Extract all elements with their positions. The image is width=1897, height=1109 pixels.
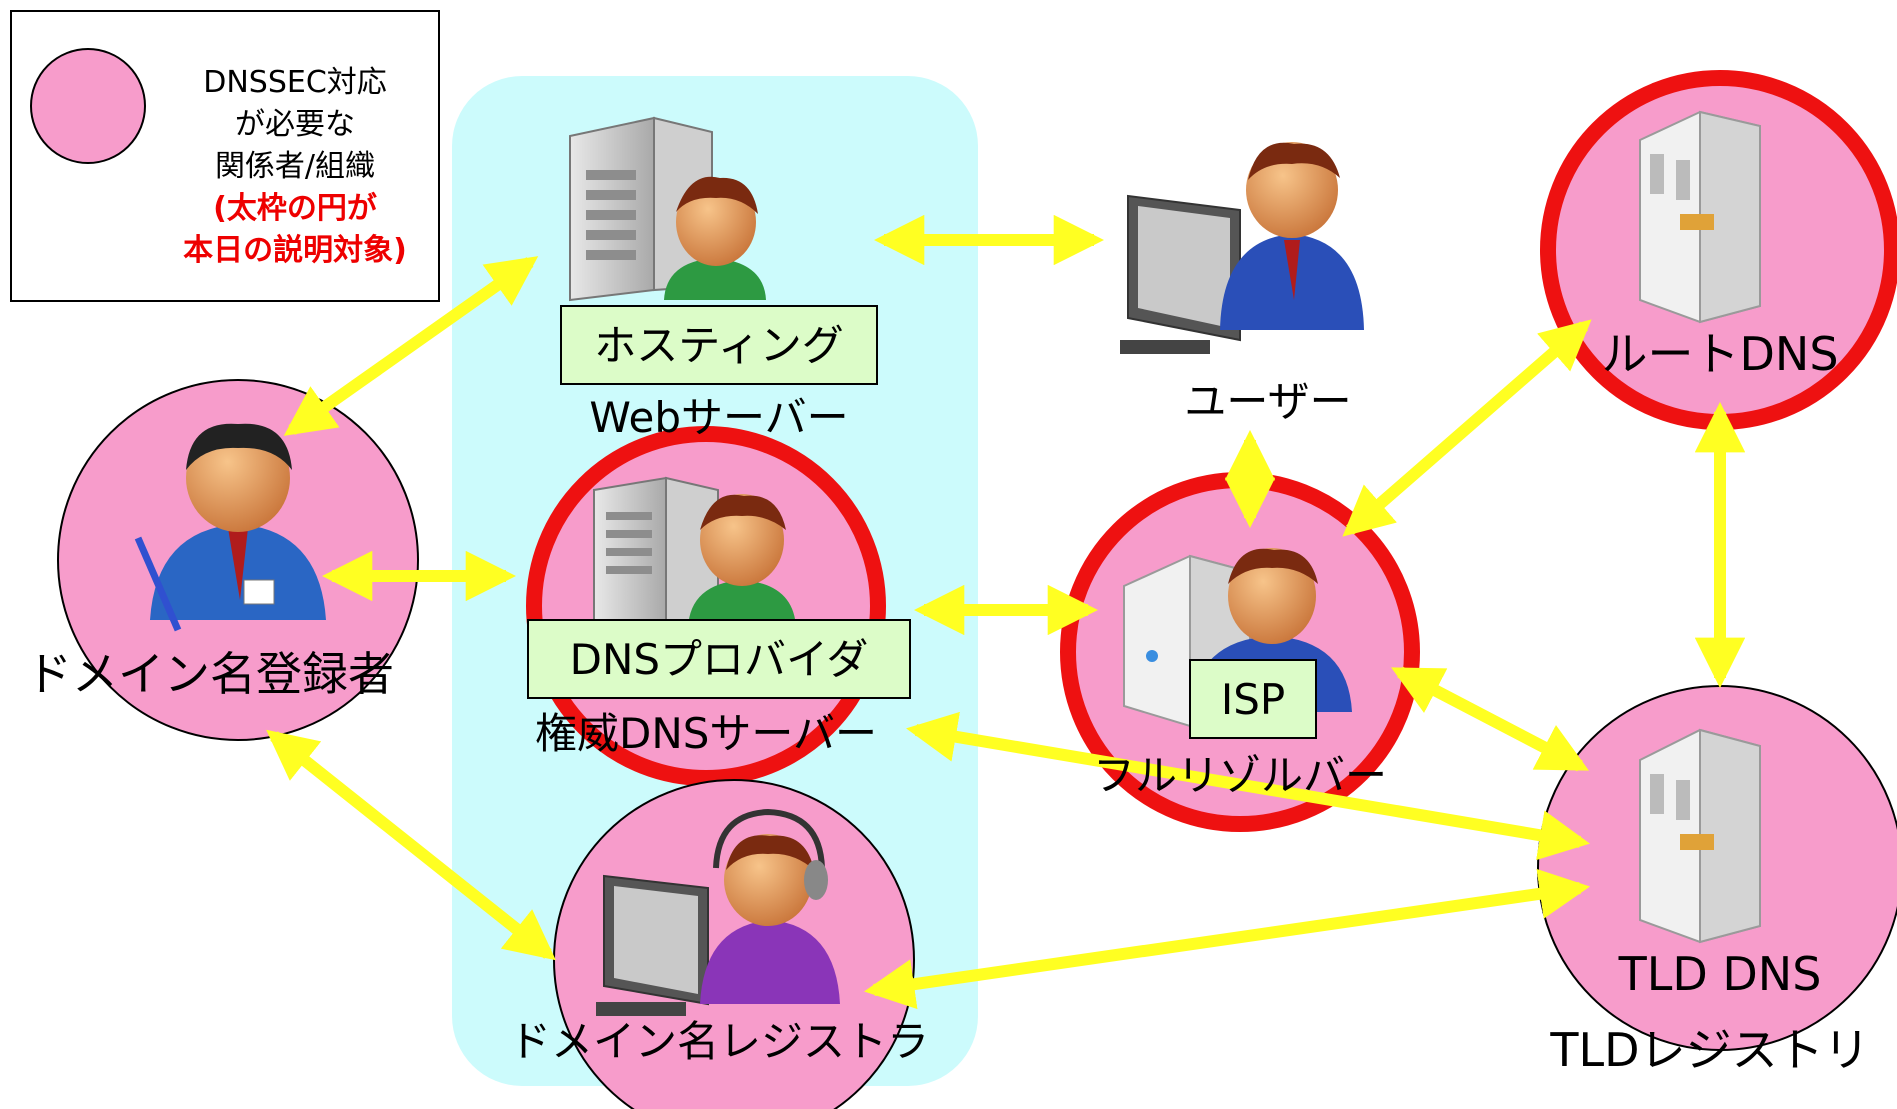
dns-provider-person-icon [688,494,796,628]
hosting-label: Webサーバー [589,393,848,442]
isp-label: フルリゾルバー [1093,751,1387,800]
arrows [266,214,1746,1010]
legend-note-1: (太枠の円が [213,191,377,226]
hosting-tag-box [560,305,878,385]
user-person-icon [1220,142,1364,330]
legend-text: DNSSEC対応 が必要な 関係者/組織 (太枠の円が 本日の説明対象) [160,62,430,272]
tld-label-1: TLD DNS [1618,947,1822,1001]
hosting-tag: ホスティング [594,321,843,370]
registrar-monitor-icon [596,874,709,1016]
arrow-registrant-registrar [266,729,556,961]
registrar-person-icon [700,808,840,1004]
registrant-label: ドメイン名登録者 [26,647,394,701]
dns-provider-tag-box [527,619,911,699]
isp-tag: ISP [1221,675,1285,724]
root-dns-label: ルートDNS [1601,327,1838,381]
arrow-registrant-hosting [283,256,539,436]
arrow-registrar-tld [864,868,1590,1010]
user-label: ユーザー [1184,377,1351,426]
legend-note-2: 本日の説明対象) [183,233,407,268]
hosting-person-icon [664,176,766,300]
legend-line-3: 関係者/組織 [214,149,376,184]
legend-swatch [30,48,146,164]
legend: DNSSEC対応 が必要な 関係者/組織 (太枠の円が 本日の説明対象) [10,10,440,302]
legend-line-1: DNSSEC対応 [203,65,387,100]
tld-server-icon [1639,728,1761,944]
arrow-isp-root [1342,319,1592,537]
dns-provider-tag: DNSプロバイダ [570,635,869,684]
isp-tag-box [1189,659,1317,739]
dns-provider-label: 権威DNSサーバー [535,709,877,758]
registrant-person-icon [134,423,326,632]
root-dns-server-icon [1639,110,1761,324]
tld-label-2: TLDレジストリ [1549,1023,1869,1077]
registrar-label: ドメイン名レジストラ [509,1017,929,1066]
arrow-dnsprovider-tld [906,711,1590,861]
user-monitor-icon [1120,194,1241,354]
arrow-isp-tld [1391,666,1589,772]
legend-line-2: が必要な [235,107,355,142]
